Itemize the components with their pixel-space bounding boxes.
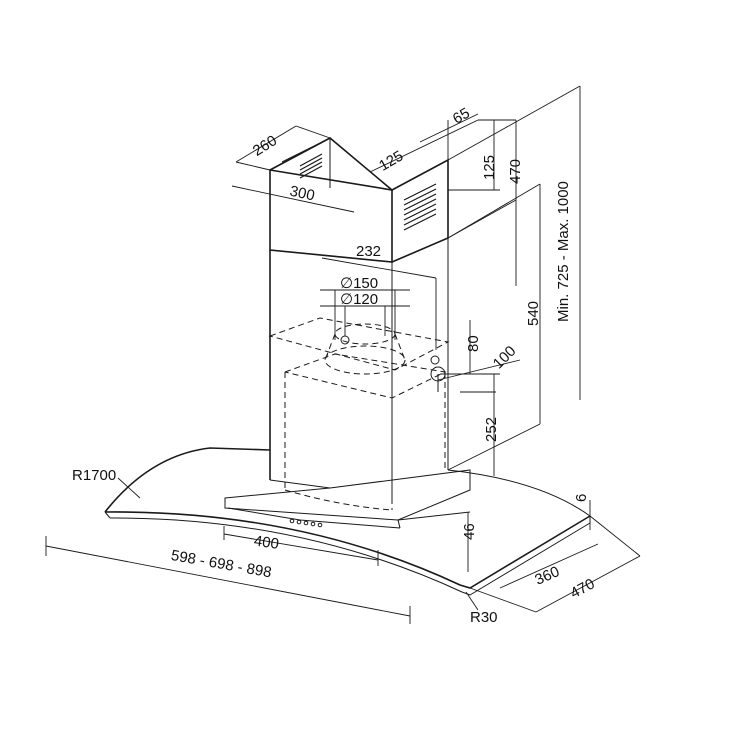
wall-hook-left	[340, 335, 350, 345]
label-duct-150: ∅150	[340, 275, 378, 292]
label-lower-height: 252	[483, 417, 500, 442]
motor-housing-hidden	[268, 317, 450, 511]
label-corner-radius: R30	[470, 609, 498, 626]
label-glass-depth: 360	[532, 563, 562, 589]
label-control-width: 400	[253, 533, 280, 553]
label-total-height: Min. 725 - Max. 1000	[555, 181, 572, 322]
label-glass-thickness: 6	[573, 494, 590, 502]
vent-grille-left	[299, 153, 323, 179]
label-chimney-depth: 260	[250, 132, 280, 160]
control-buttons	[289, 518, 323, 528]
label-chimney-width: 300	[288, 183, 316, 205]
label-top-flap-height: 125	[481, 155, 498, 180]
label-fixing-offset: 100	[490, 343, 520, 373]
vent-grille-right	[403, 183, 437, 231]
hood-canopy	[224, 469, 471, 529]
label-hood-widths: 598 - 698 - 898	[170, 547, 273, 581]
label-cutout-width: 232	[356, 243, 381, 260]
label-outlet-offset: 80	[465, 335, 482, 352]
curved-glass-panel	[104, 447, 591, 596]
label-chimney-inner-depth: 125	[376, 147, 406, 174]
dimension-labels: 260 300 125 65 125 470 Min. 725 - Max. 1…	[72, 105, 598, 626]
label-chimney-side-depth: 65	[450, 105, 473, 128]
label-duct-120: ∅120	[340, 291, 378, 308]
label-upper-height: 470	[507, 159, 524, 184]
label-glass-radius: R1700	[72, 467, 116, 484]
label-hood-depth: 470	[568, 575, 598, 602]
label-glass-rise: 46	[461, 523, 478, 540]
label-motor-height: 540	[525, 301, 542, 326]
dimension-lines	[45, 85, 641, 624]
